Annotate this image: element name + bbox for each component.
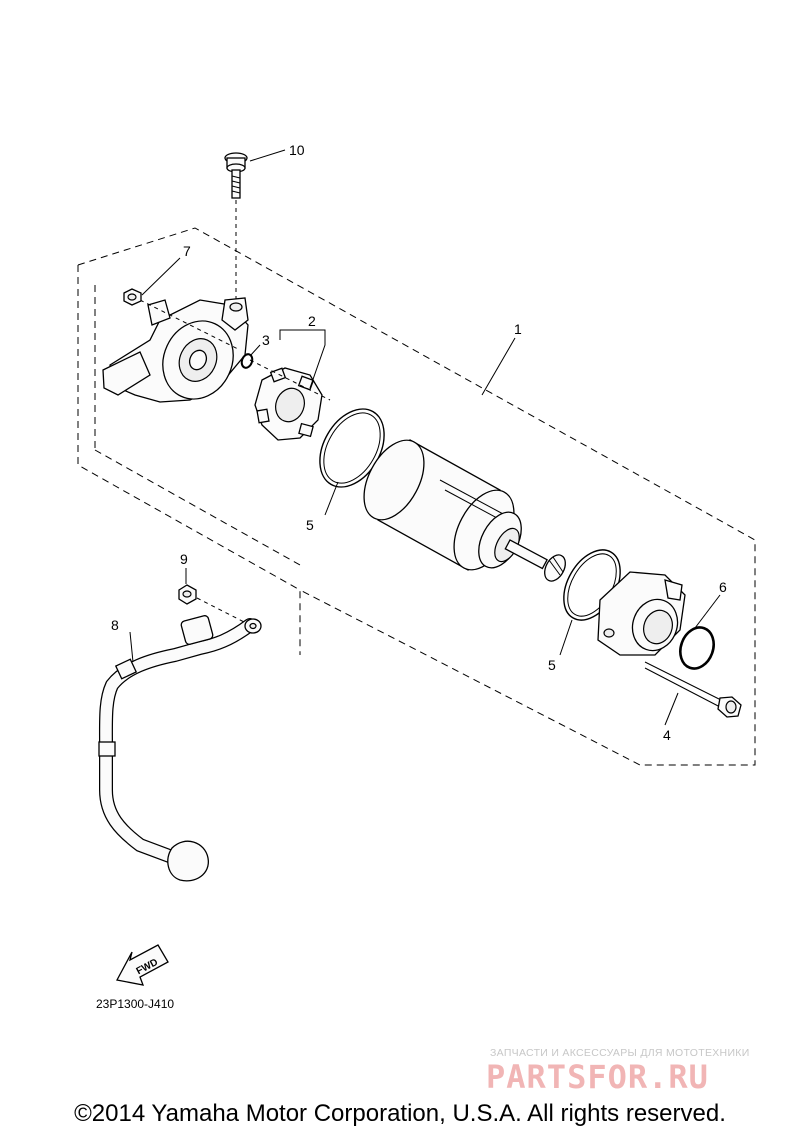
- o-ring-part-3: [240, 353, 254, 369]
- callout-2: 2: [308, 313, 316, 329]
- callout-9: 9: [180, 551, 188, 567]
- callout-5-right: 5: [548, 657, 556, 673]
- front-cover-bracket-part: [102, 297, 249, 403]
- motor-yoke-housing-part: [363, 439, 566, 582]
- nut-part-9: [178, 584, 249, 625]
- watermark-brand: PARTSFOR.RU: [486, 1058, 709, 1096]
- callout-1: 1: [514, 321, 522, 337]
- callout-3: 3: [262, 332, 270, 348]
- partsfor-watermark-logo: ЗАПЧАСТИ И АКСЕССУАРЫ ДЛЯ МОТОТЕХНИКИ PA…: [486, 1047, 750, 1096]
- rear-cover-part: [597, 571, 686, 656]
- callout-5-left: 5: [306, 517, 314, 533]
- starter-cable-part-8: [98, 615, 262, 882]
- fwd-direction-arrow: FWD: [116, 944, 169, 986]
- watermark-tagline: ЗАПЧАСТИ И АКСЕССУАРЫ ДЛЯ МОТОТЕХНИКИ: [490, 1047, 750, 1059]
- copyright-notice: ©2014 Yamaha Motor Corporation, U.S.A. A…: [74, 1100, 726, 1127]
- bolt-part-10: [224, 152, 248, 300]
- nut-part-7: [123, 288, 142, 306]
- through-bolt-part-4: [644, 661, 742, 718]
- callout-6: 6: [719, 579, 727, 595]
- o-ring-part-6: [679, 626, 715, 670]
- callout-4: 4: [663, 727, 671, 743]
- callout-8: 8: [111, 617, 119, 633]
- brush-holder-part-2: [249, 359, 331, 441]
- callout-10: 10: [289, 142, 305, 158]
- diagram-code: 23P1300-J410: [96, 997, 174, 1011]
- callout-7: 7: [183, 243, 191, 259]
- assembly-boundary-outline: [77, 227, 756, 766]
- leader-lines: [129, 149, 721, 726]
